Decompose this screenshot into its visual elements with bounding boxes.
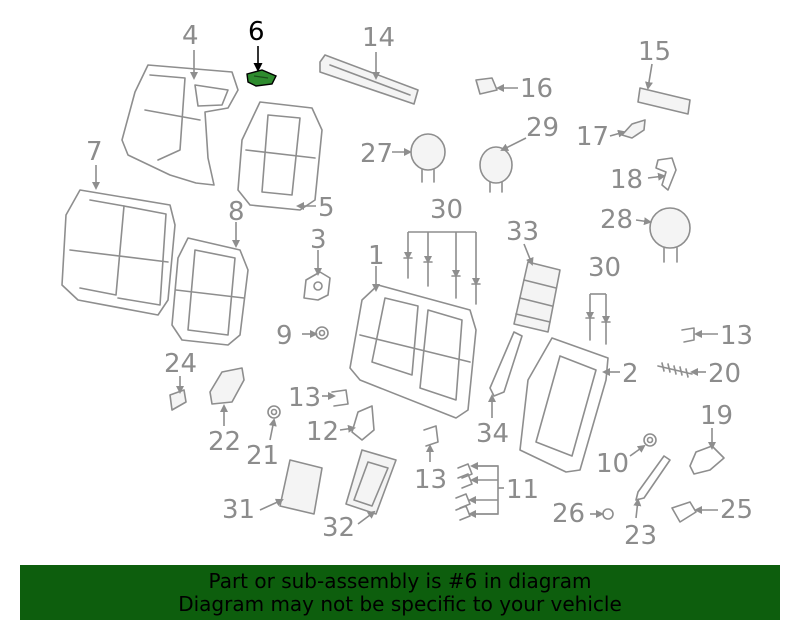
- info-banner: Part or sub-assembly is #6 in diagram Di…: [20, 565, 780, 620]
- part-14-trim-strip[interactable]: [319, 54, 419, 105]
- parts-diagram: 4 6 14 15 16 17 18 27 29 28 7 5 8 3 1 30…: [61, 17, 753, 551]
- label-part-25: 25: [720, 495, 753, 525]
- part-32-pad[interactable]: [345, 449, 397, 515]
- part-24-bracket[interactable]: [169, 389, 187, 411]
- label-part-14: 14: [362, 23, 395, 53]
- part-29-headrest[interactable]: [479, 146, 513, 193]
- part-28-headrest[interactable]: [649, 207, 691, 263]
- label-part-15: 15: [638, 37, 671, 67]
- part-9-nut[interactable]: [315, 326, 329, 340]
- part-1-seat-frame[interactable]: [349, 284, 477, 419]
- part-13-clip-a[interactable]: [681, 327, 695, 343]
- part-10-nut[interactable]: [643, 433, 657, 447]
- banner-line-2: Diagram may not be specific to your vehi…: [178, 591, 622, 616]
- label-part-18: 18: [610, 165, 643, 195]
- label-part-9: 9: [276, 321, 293, 351]
- label-part-28: 28: [600, 205, 633, 235]
- label-part-16: 16: [520, 74, 553, 104]
- label-part-20: 20: [708, 359, 741, 389]
- part-13-clip-b[interactable]: [331, 389, 349, 407]
- label-part-7: 7: [86, 137, 103, 167]
- part-22-trim[interactable]: [209, 367, 245, 405]
- label-part-13-mid: 13: [288, 383, 321, 413]
- part-2-seatback-frame[interactable]: [519, 337, 609, 473]
- part-17-clip[interactable]: [621, 119, 646, 139]
- part-15-panel[interactable]: [637, 87, 691, 115]
- label-part-5: 5: [318, 193, 335, 223]
- part-31-pad[interactable]: [279, 459, 323, 515]
- label-part-22: 22: [208, 427, 241, 457]
- part-19-bracket[interactable]: [689, 445, 725, 475]
- label-part-31: 31: [222, 495, 255, 525]
- label-part-23: 23: [624, 521, 657, 551]
- part-33-mesh-panel[interactable]: [513, 261, 561, 333]
- label-part-8: 8: [228, 197, 245, 227]
- label-part-6: 6: [248, 17, 265, 47]
- part-5-seatback-cover[interactable]: [237, 101, 323, 211]
- part-13-clip-c[interactable]: [423, 425, 439, 447]
- part-27-headrest[interactable]: [410, 133, 446, 183]
- part-6-latch-cover[interactable]: [246, 69, 277, 87]
- part-25-bracket[interactable]: [671, 501, 697, 523]
- label-part-1: 1: [368, 241, 385, 271]
- label-part-11: 11: [506, 475, 539, 505]
- part-23-trim[interactable]: [635, 455, 671, 501]
- label-part-13-low: 13: [414, 465, 447, 495]
- part-18-bracket[interactable]: [655, 157, 677, 191]
- label-part-3: 3: [310, 225, 327, 255]
- label-part-13: 13: [720, 321, 753, 351]
- part-8-seat-cushion[interactable]: [171, 237, 249, 346]
- part-26-nut[interactable]: [602, 508, 614, 520]
- label-part-32: 32: [322, 513, 355, 543]
- label-part-19: 19: [700, 401, 733, 431]
- part-labels: 4 6 14 15 16 17 18 27 29 28 7 5 8 3 1 30…: [86, 17, 753, 551]
- label-part-30: 30: [430, 195, 463, 225]
- label-part-34: 34: [476, 419, 509, 449]
- label-part-12: 12: [306, 417, 339, 447]
- label-part-2: 2: [622, 359, 639, 389]
- part-3-bracket[interactable]: [303, 271, 331, 301]
- label-part-21: 21: [246, 441, 279, 471]
- part-20-spring[interactable]: [657, 362, 693, 378]
- label-part-33: 33: [506, 217, 539, 247]
- label-part-24: 24: [164, 349, 197, 379]
- part-21-washer[interactable]: [267, 405, 281, 419]
- label-part-10: 10: [596, 449, 629, 479]
- part-30-bolts[interactable]: [403, 257, 481, 305]
- part-16-clip[interactable]: [475, 77, 498, 95]
- label-part-30-right: 30: [588, 253, 621, 283]
- part-4-seatback-cover[interactable]: [121, 64, 239, 186]
- part-11-clips[interactable]: [455, 463, 473, 521]
- part-7-rear-seatback[interactable]: [61, 189, 176, 316]
- label-part-26: 26: [552, 499, 585, 529]
- label-part-4: 4: [182, 21, 199, 51]
- label-part-27: 27: [360, 139, 393, 169]
- part-34-strip[interactable]: [489, 331, 523, 397]
- banner-line-1: Part or sub-assembly is #6 in diagram: [208, 568, 592, 593]
- label-part-17: 17: [576, 122, 609, 152]
- part-12-bracket[interactable]: [351, 405, 375, 441]
- leader-lines: [92, 46, 718, 525]
- label-part-29: 29: [526, 113, 559, 143]
